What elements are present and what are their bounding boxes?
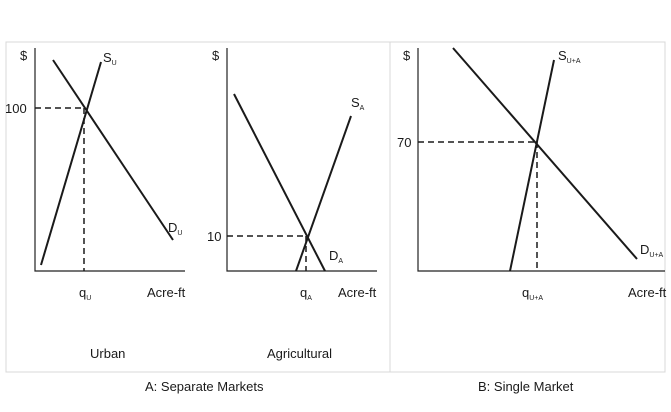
agricultural-quantity-label: qA [300,285,312,302]
agricultural-x-axis-label: Acre-ft [338,285,377,300]
agricultural-axes [226,48,377,272]
single-market-demand-label: DU+A [640,242,664,259]
agricultural-supply-curve [295,115,352,272]
single-market-supply-label: SU+A [558,48,581,65]
single-market-quantity-label: qU+A [522,285,543,302]
panel-b-frame [389,41,666,373]
urban-x-axis-label: Acre-ft [147,285,186,300]
agricultural-demand-curve [233,93,326,272]
single-market-y-axis-label: $ [403,48,411,63]
agricultural-supply-label: SA [351,95,365,112]
agricultural-y-axis-label: $ [212,48,220,63]
single-market-supply-curve [509,59,555,272]
urban-supply-curve [40,61,102,266]
single-market-demand-curve [452,47,638,260]
urban-demand-label: DU [168,220,182,237]
single-market-x-axis-label: Acre-ft [628,285,667,300]
panel-a-caption: A: Separate Markets [145,379,264,394]
single-market-panel: $ 70 SU+A DU+A qU+A Acre-ft [397,47,667,302]
urban-y-axis-label: $ [20,48,28,63]
urban-caption: Urban [90,346,125,361]
agricultural-caption: Agricultural [267,346,332,361]
agricultural-panel: $ 10 SA DA qA Acre-ft Agricultural [207,48,377,361]
urban-demand-curve [52,59,174,241]
agricultural-demand-label: DA [329,248,343,265]
panel-b-caption: B: Single Market [478,379,574,394]
single-market-axes [417,48,665,272]
urban-panel: $ 100 SU DU qU Acre-ft Urban [5,48,186,361]
agricultural-price-label: 10 [207,229,221,244]
panel-a-frame [5,41,391,373]
single-market-price-label: 70 [397,135,411,150]
urban-axes [34,48,185,272]
urban-price-label: 100 [5,101,27,116]
urban-quantity-label: qU [79,285,91,302]
urban-supply-label: SU [103,50,117,67]
